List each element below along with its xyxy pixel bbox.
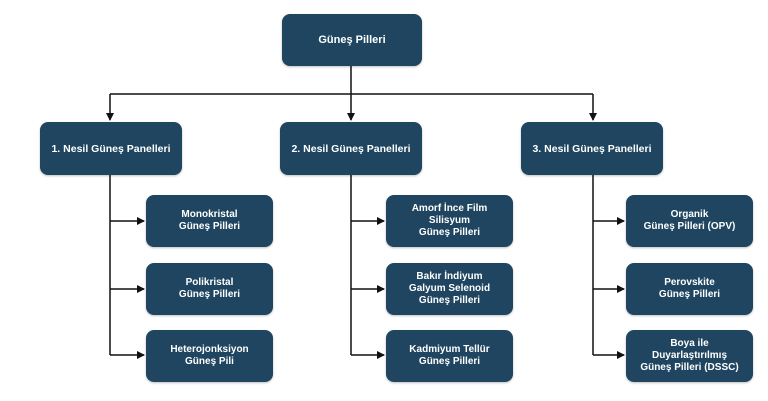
- root-node: Güneş Pilleri: [282, 14, 422, 66]
- gen1-child-polikristal: Polikristal Güneş Pilleri: [146, 263, 273, 315]
- gen1-child-monokristal: Monokristal Güneş Pilleri: [146, 195, 273, 247]
- generation-3-node: 3. Nesil Güneş Panelleri: [521, 122, 663, 175]
- gen2-child-amorf: Amorf İnce Film Silisyum Güneş Pilleri: [386, 195, 513, 247]
- gen3-child-opv: Organik Güneş Pilleri (OPV): [626, 195, 753, 247]
- gen2-child-cigs: Bakır İndiyum Galyum Selenoid Güneş Pill…: [386, 263, 513, 315]
- gen3-child-perovskite: Perovskite Güneş Pilleri: [626, 263, 753, 315]
- gen3-child-dssc: Boya ile Duyarlaştırılmış Güneş Pilleri …: [626, 330, 753, 382]
- generation-2-node: 2. Nesil Güneş Panelleri: [280, 122, 422, 175]
- generation-1-node: 1. Nesil Güneş Panelleri: [40, 122, 182, 175]
- gen1-child-heterojonksiyon: Heterojonksiyon Güneş Pili: [146, 330, 273, 382]
- gen2-child-cdte: Kadmiyum Tellür Güneş Pilleri: [386, 330, 513, 382]
